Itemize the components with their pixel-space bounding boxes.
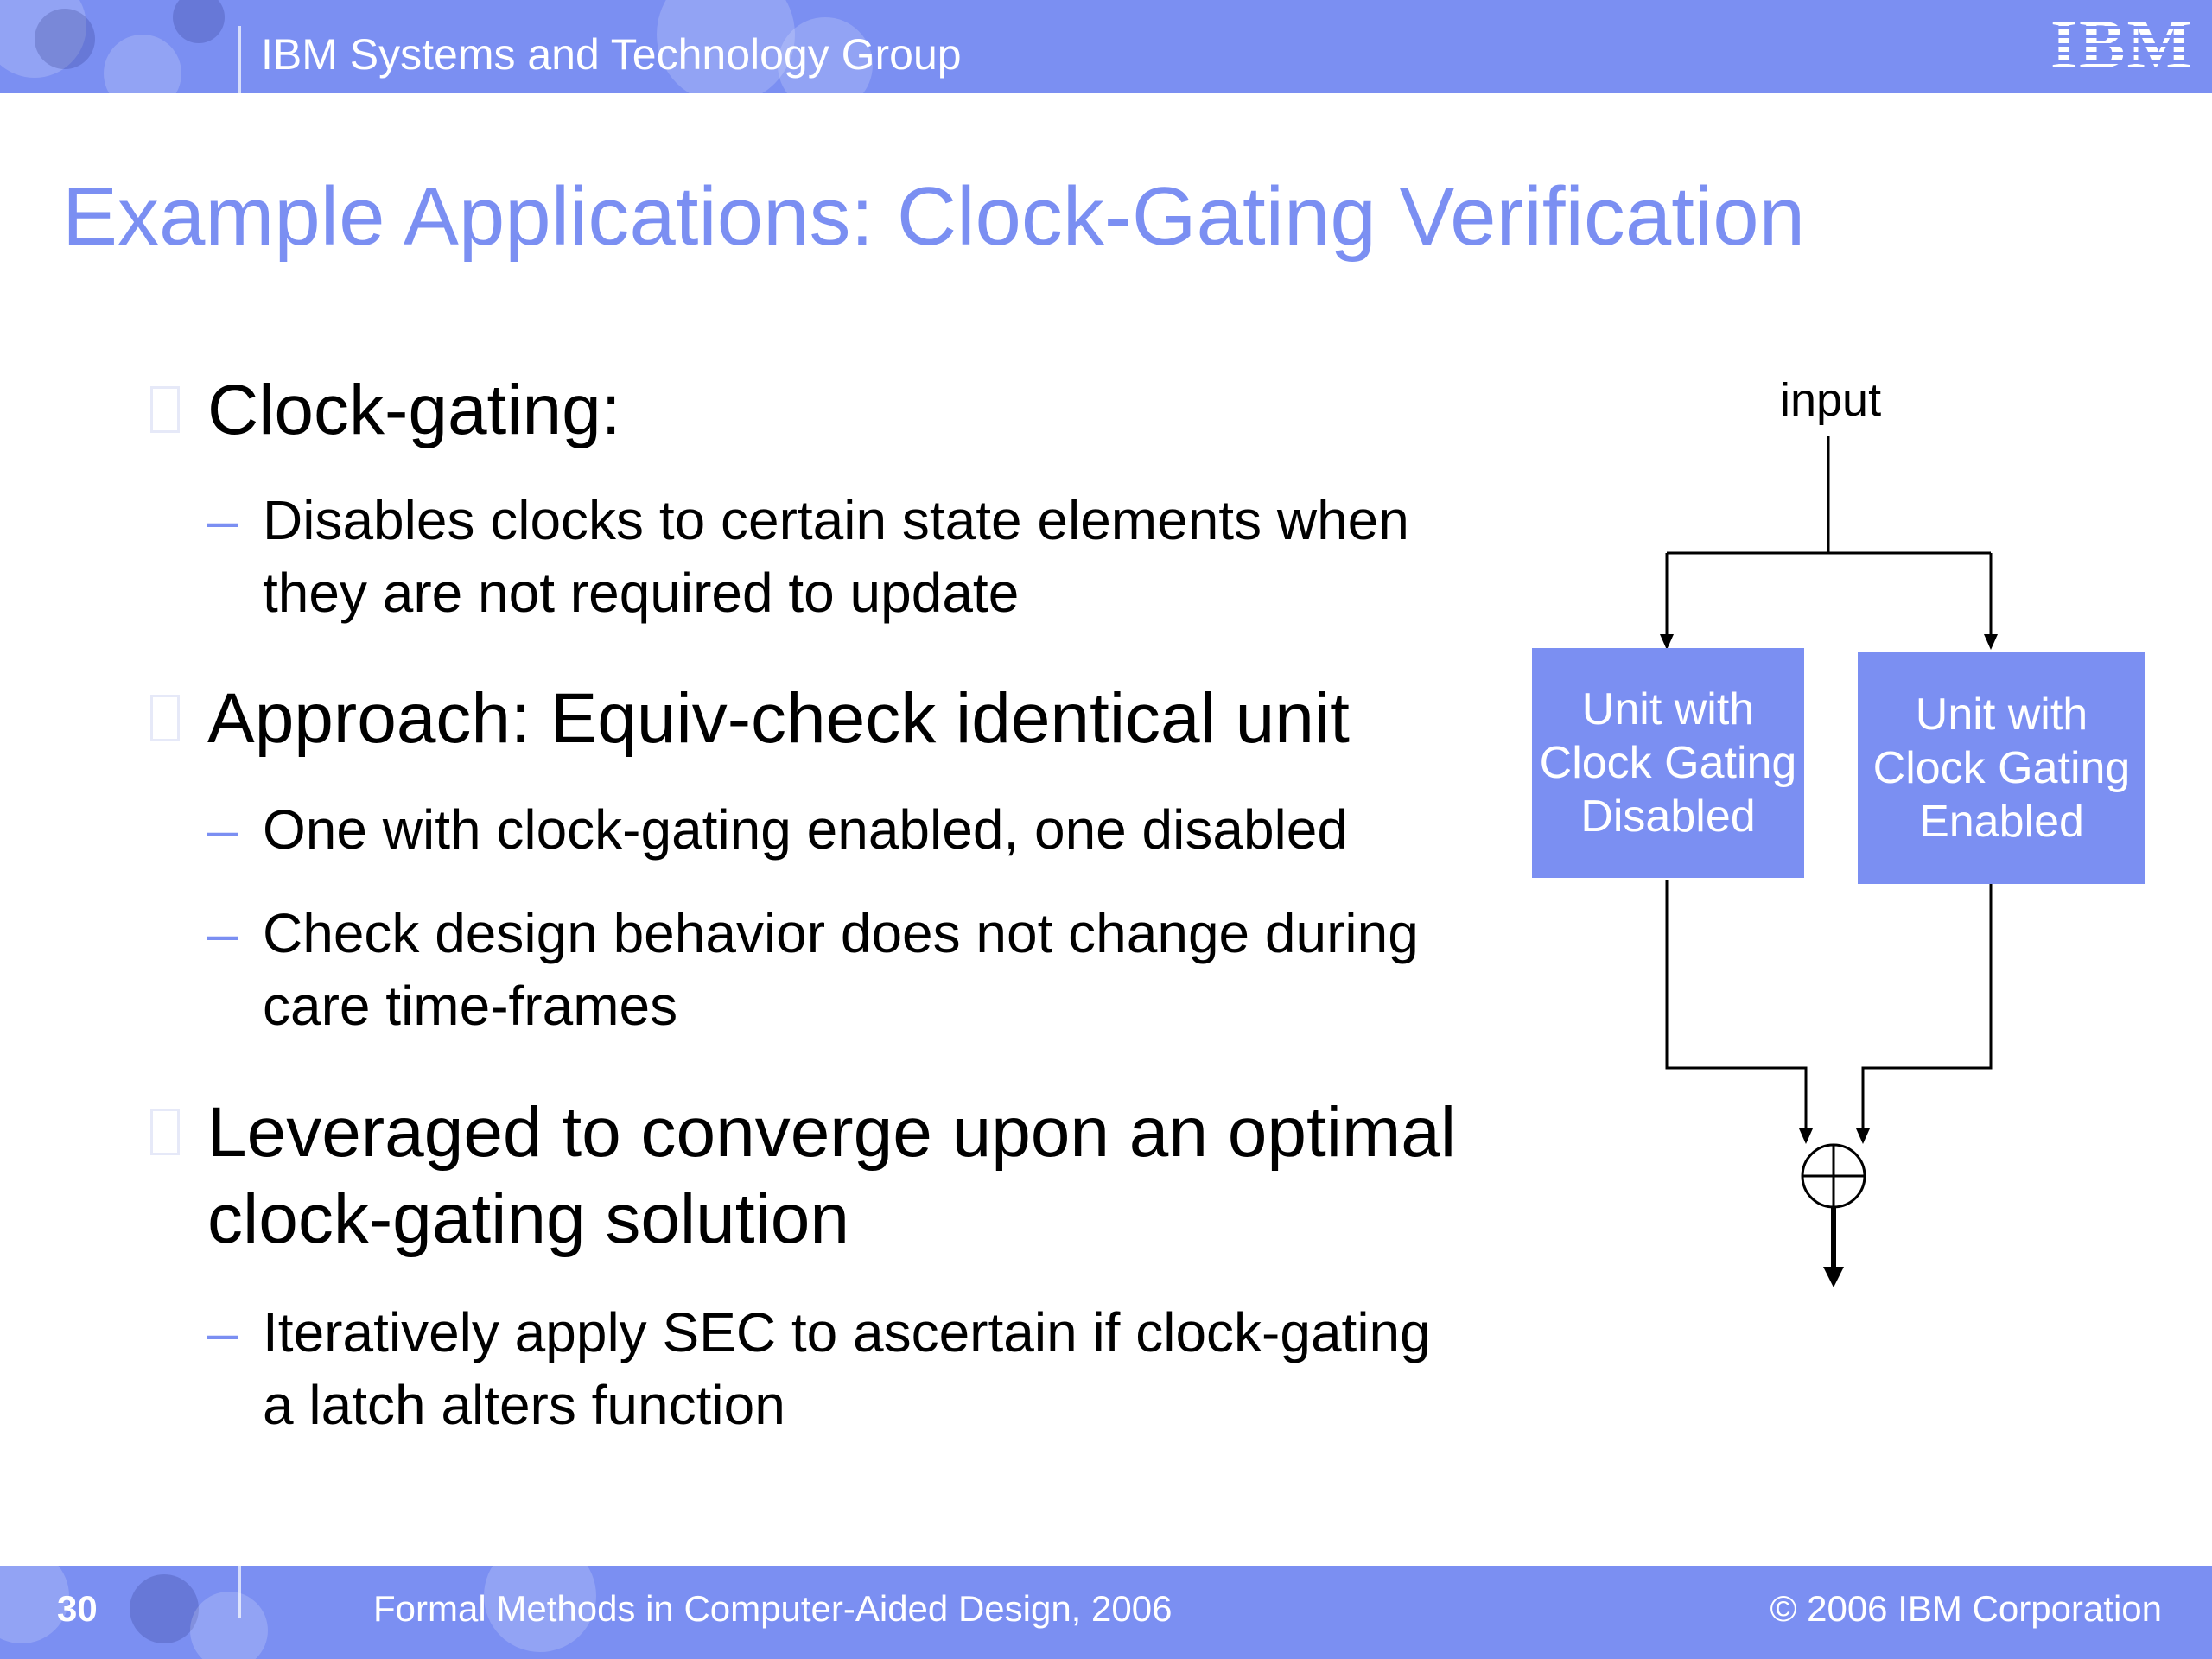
input-label: input (1780, 374, 1882, 426)
decorative-circle (104, 35, 181, 93)
xor-circle-icon (1801, 1143, 1866, 1209)
arrowhead-icon (1799, 1128, 1813, 1144)
header-separator (238, 26, 241, 93)
bullet-text: clock-gating solution (207, 1179, 849, 1258)
ibm-logo: IBM (2046, 10, 2198, 79)
header-bar: IBM Systems and Technology Group IBM (0, 0, 2212, 93)
bullet-square-icon (150, 386, 180, 433)
arrowhead-icon (1823, 1267, 1844, 1287)
slide-title: Example Applications: Clock-Gating Verif… (62, 170, 1805, 263)
right-output-line (1861, 883, 1993, 1132)
sub-bullet-text: One with clock-gating enabled, one disab… (263, 798, 1348, 861)
footer-bar: 30 Formal Methods in Computer-Aided Desi… (0, 1566, 2212, 1659)
dash-marker: – (207, 1301, 238, 1363)
left-output-line (1665, 880, 1808, 1132)
sub-bullet-text: Disables clocks to certain state element… (263, 489, 1409, 551)
dash-marker: – (207, 798, 238, 861)
bullet-text: Leveraged to converge upon an optimal (207, 1093, 1457, 1172)
decorative-circle (484, 1566, 596, 1652)
bullet-text: Clock-gating: (207, 371, 621, 449)
decorative-circle (173, 0, 225, 43)
page-number: 30 (57, 1588, 98, 1629)
bullet-square-icon (150, 695, 180, 741)
header-group-name: IBM Systems and Technology Group (261, 30, 962, 79)
decorative-circle (657, 0, 795, 93)
footer-copyright: © 2006 IBM Corporation (1770, 1588, 2162, 1629)
unit-clock-gating-disabled-box: Unit with Clock Gating Disabled (1532, 648, 1804, 878)
sub-bullet-text: a latch alters function (263, 1374, 785, 1436)
dash-marker: – (207, 489, 238, 551)
bullet-text: Approach: Equiv-check identical unit (207, 679, 1350, 758)
decorative-circle (130, 1574, 199, 1643)
sub-bullet-text: they are not required to update (263, 562, 1020, 624)
sub-bullet-text: Check design behavior does not change du… (263, 902, 1419, 964)
sub-bullet-text: Iteratively apply SEC to ascertain if cl… (263, 1301, 1431, 1363)
arrowhead-icon (1856, 1128, 1870, 1144)
footer-conference: Formal Methods in Computer-Aided Design,… (373, 1588, 1173, 1629)
bullet-square-icon (150, 1109, 180, 1155)
arrowhead-icon (1984, 634, 1998, 650)
footer-separator (238, 1566, 241, 1618)
decorative-circle (778, 17, 873, 93)
dash-marker: – (207, 902, 238, 964)
sub-bullet-text: care time-frames (263, 975, 678, 1037)
decorative-circle (35, 9, 95, 69)
unit-clock-gating-enabled-box: Unit with Clock Gating Enabled (1858, 652, 2145, 884)
decorative-circle (190, 1592, 268, 1659)
